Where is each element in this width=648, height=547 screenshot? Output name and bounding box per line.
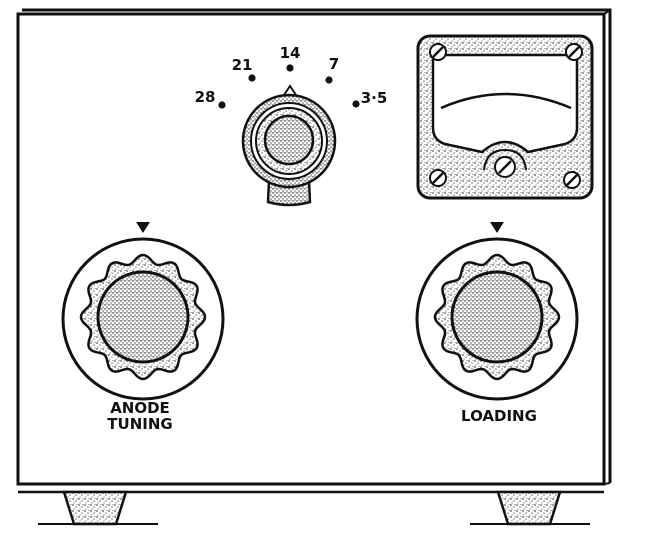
meter-screw-bottom-left xyxy=(429,169,447,187)
band-label-14: 14 xyxy=(280,44,301,62)
band-switch-cap xyxy=(263,114,315,166)
meter-screw-bottom-right xyxy=(563,171,581,189)
loading-knob[interactable] xyxy=(415,237,579,401)
band-switch-knob[interactable] xyxy=(241,84,337,207)
band-label-28: 28 xyxy=(195,88,216,106)
meter-scale-arc xyxy=(440,92,572,110)
anode-tuning-cap xyxy=(96,270,190,364)
cabinet-foot-left xyxy=(62,490,128,526)
band-scale: 28 21 14 7 3·5 xyxy=(195,44,388,109)
band-label-7: 7 xyxy=(329,55,339,73)
band-label-3-5: 3·5 xyxy=(361,89,388,107)
band-dot-21 xyxy=(248,74,256,82)
band-label-21: 21 xyxy=(232,56,253,74)
meter-zero-adjust-screw[interactable] xyxy=(494,156,516,178)
band-dot-14 xyxy=(286,64,294,72)
panel-meter xyxy=(416,34,594,200)
anode-tuning-label-line2: TUNING xyxy=(107,415,172,433)
triangle-down-icon xyxy=(490,222,504,233)
meter-screw-top-right xyxy=(565,43,583,61)
anode-tuning-knob[interactable] xyxy=(61,237,225,401)
band-dot-7 xyxy=(325,76,333,84)
meter-face xyxy=(431,53,579,154)
triangle-down-icon xyxy=(136,222,150,233)
band-dot-3-5 xyxy=(352,100,360,108)
cabinet-foot-right xyxy=(496,490,562,526)
loading-cap xyxy=(450,270,544,364)
anode-tuning-label-line1: ANODE xyxy=(110,399,170,417)
band-dot-28 xyxy=(218,101,226,109)
loading-label: LOADING xyxy=(461,407,537,425)
meter-screw-top-left xyxy=(429,43,447,61)
